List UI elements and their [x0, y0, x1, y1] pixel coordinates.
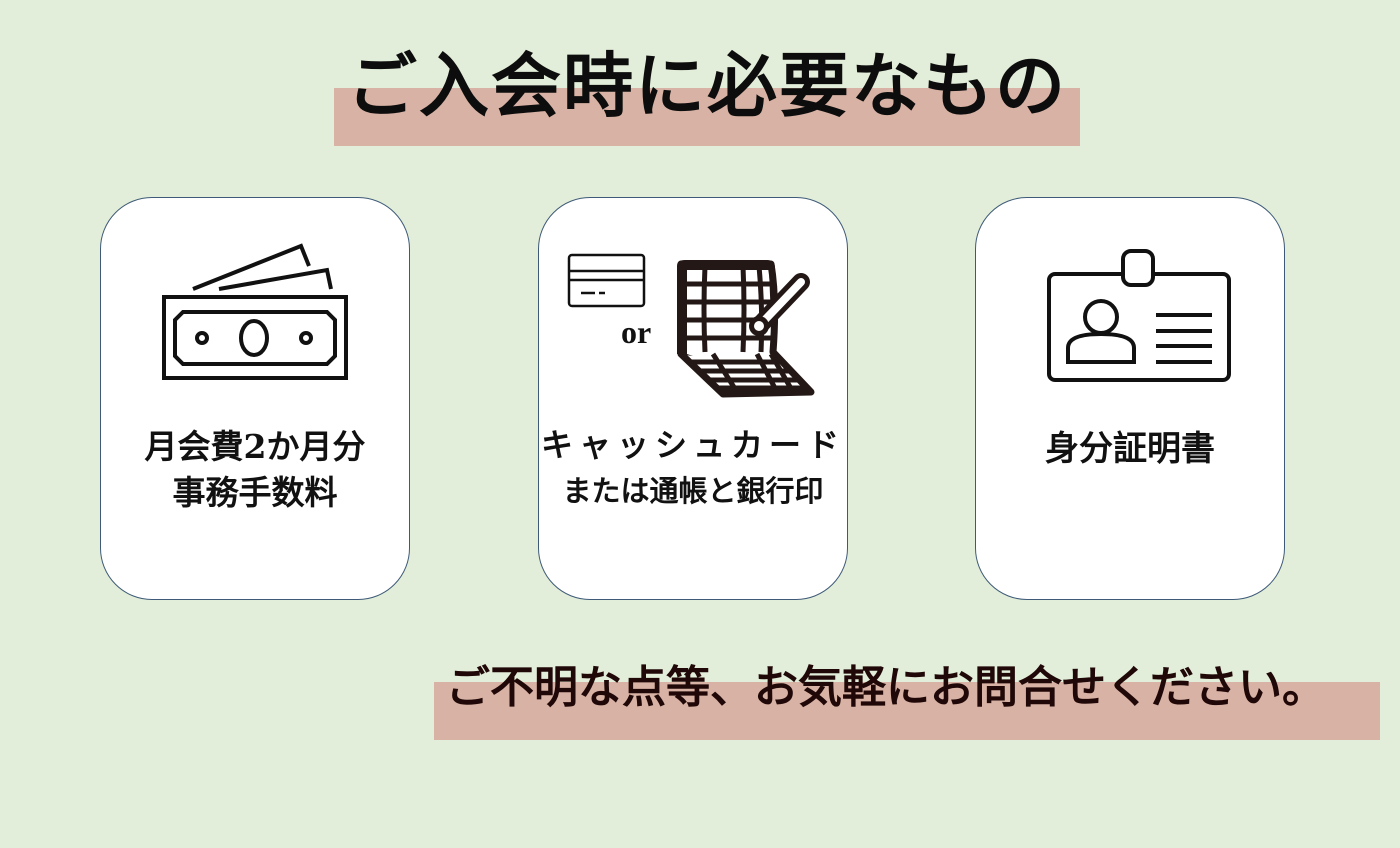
card-label-id: 身分証明書	[976, 426, 1284, 472]
card-label-line: キャッシュカード	[540, 426, 845, 464]
card-label-fees: 月会費2か月分 事務手数料	[101, 424, 409, 516]
card-label-line: 事務手数料	[172, 473, 338, 512]
footer-note: ご不明な点等、お気軽にお問合せください。	[446, 662, 1326, 713]
or-connector: or	[621, 314, 652, 350]
card-label-line: または通帳と銀行印	[562, 474, 824, 508]
footer-highlight-bar	[434, 682, 1380, 740]
card-label-line: 身分証明書	[1045, 429, 1215, 469]
requirement-card-bank: or キャッシ	[538, 197, 848, 600]
title-highlight-bar	[334, 88, 1080, 146]
card-label-line: 月会費2か月分	[144, 427, 366, 466]
page-title: ご入会時に必要なもの	[347, 44, 1067, 127]
id-badge-icon	[1047, 249, 1231, 382]
requirement-card-id: 身分証明書	[975, 197, 1285, 600]
bankbook-and-seal-icon	[677, 260, 815, 398]
money-bills-icon	[162, 243, 348, 380]
card-label-bank: キャッシュカード または通帳と銀行印	[539, 422, 847, 514]
requirement-card-fees: 月会費2か月分 事務手数料	[100, 197, 410, 600]
cash-card-icon	[567, 253, 646, 308]
